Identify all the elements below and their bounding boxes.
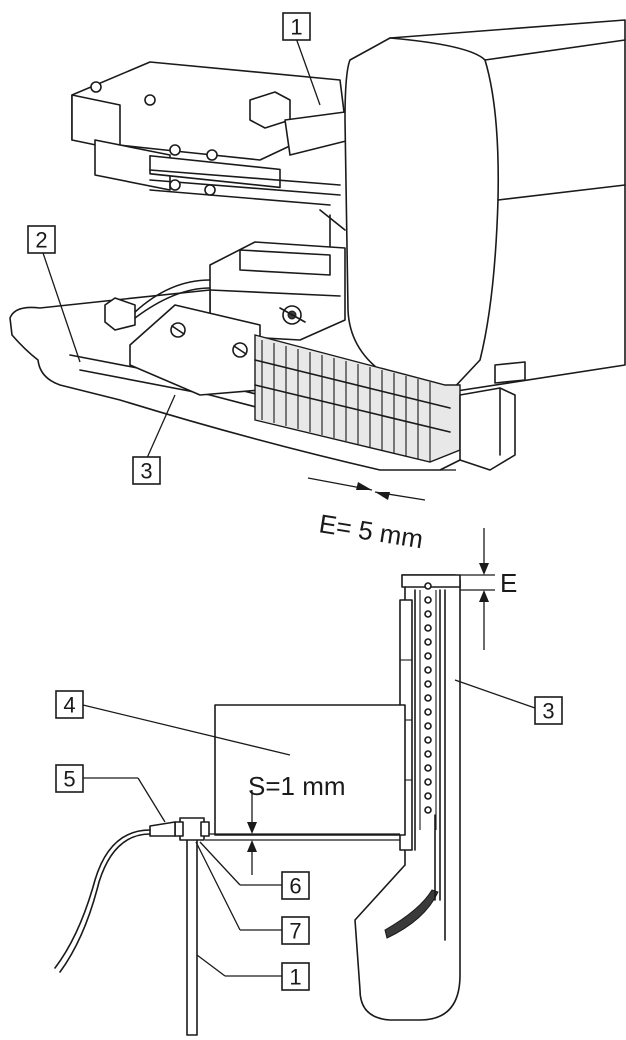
block-4 bbox=[214, 704, 406, 836]
callout-3-top-label: 3 bbox=[140, 459, 152, 484]
section-view: E S=1 mm 3 bbox=[54, 528, 563, 1036]
callout-2: 2 bbox=[27, 225, 81, 363]
isometric-view: 1 2 3 E= 5 mm bbox=[9, 12, 626, 554]
callout-1-bottom-label: 1 bbox=[289, 965, 301, 990]
callout-5-label: 5 bbox=[63, 767, 75, 792]
callout-1-top: 1 bbox=[282, 12, 321, 106]
callout-1-top-label: 1 bbox=[290, 15, 302, 40]
sensor-rod bbox=[54, 817, 210, 1036]
callout-6: 6 bbox=[199, 841, 310, 900]
callout-3-bottom: 3 bbox=[454, 679, 563, 725]
dimension-s-1mm: S=1 mm bbox=[205, 771, 400, 875]
dimension-s-value: S=1 mm bbox=[248, 771, 346, 801]
callout-1-bottom: 1 bbox=[196, 954, 310, 991]
dimension-e-vertical: E bbox=[460, 528, 517, 650]
callout-4-label: 4 bbox=[63, 693, 75, 718]
callout-3-bottom-label: 3 bbox=[542, 699, 554, 724]
terminal-block-array bbox=[254, 334, 526, 471]
callout-5: 5 bbox=[55, 764, 166, 823]
callout-3-top: 3 bbox=[132, 394, 176, 485]
middle-block bbox=[209, 241, 346, 341]
callout-2-label: 2 bbox=[35, 228, 47, 253]
dimension-e-value: E= 5 mm bbox=[317, 508, 425, 554]
upper-carriage bbox=[71, 61, 351, 256]
callout-7: 7 bbox=[195, 841, 310, 945]
machine-housing bbox=[344, 19, 626, 393]
callout-7-label: 7 bbox=[289, 919, 301, 944]
dimension-e-5mm: E= 5 mm bbox=[307, 469, 456, 554]
callout-4: 4 bbox=[55, 690, 291, 756]
dimension-e-label: E bbox=[500, 568, 517, 598]
callout-6-label: 6 bbox=[289, 874, 301, 899]
